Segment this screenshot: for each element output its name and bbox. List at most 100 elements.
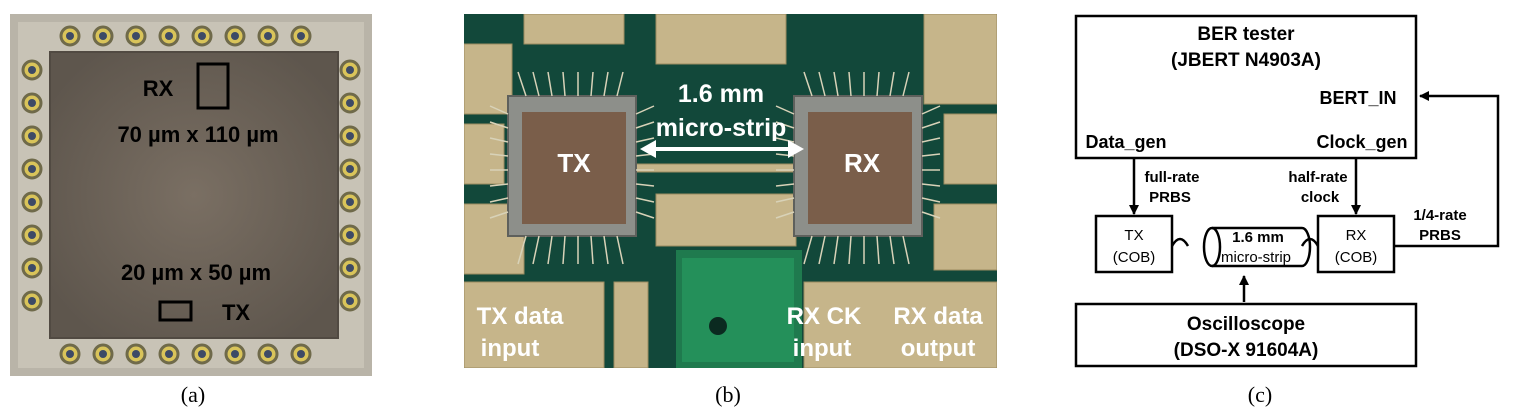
bond-wire (833, 71, 839, 97)
bond-wire (803, 71, 813, 97)
bond-wire (517, 71, 527, 97)
bond-wire (818, 235, 826, 265)
bond-pad-center (28, 198, 36, 206)
bond-pad-center (66, 350, 74, 358)
bond-wire (635, 105, 655, 115)
tx-size-label: 20 µm x 50 µm (121, 260, 271, 285)
bond-wire (616, 71, 624, 97)
oscilloscope-model: (DSO-X 91604A) (1174, 340, 1319, 361)
micro-strip-cylinder (1212, 226, 1302, 268)
bond-wire (921, 183, 941, 187)
tx-data-input-label-2: input (481, 335, 540, 362)
bond-wire (562, 71, 566, 97)
full-rate-label: full-rate (1144, 169, 1199, 186)
half-rate-label-2: clock (1301, 189, 1340, 206)
bond-wire (562, 235, 566, 265)
rx-data-output-label: RX data (893, 303, 983, 330)
bond-pad-center (346, 66, 354, 74)
bond-pad-center (297, 350, 305, 358)
bond-wire (775, 105, 795, 115)
bond-pad-center (99, 32, 107, 40)
bond-wire (921, 197, 941, 203)
bond-pad-center (346, 264, 354, 272)
bond-pad-center (346, 198, 354, 206)
bond-wire (590, 235, 594, 265)
bond-pad-center (66, 32, 74, 40)
ber-tester-model: (JBERT N4903A) (1171, 50, 1321, 71)
test-setup-diagram: BER tester (JBERT N4903A) BERT_IN Data_g… (1074, 14, 1500, 368)
bond-pad-center (28, 297, 36, 305)
bond-wire (833, 235, 839, 265)
bond-wire (848, 71, 852, 97)
bond-wire (775, 211, 795, 219)
tx-cob-label: TX (1124, 227, 1143, 244)
rx-region-marker (196, 62, 230, 110)
bond-wire (902, 235, 910, 265)
rx-data-output-label-2: output (901, 335, 976, 362)
strip-type-label: micro-strip (1221, 249, 1291, 266)
bond-wire (489, 197, 509, 203)
bond-pads (21, 25, 361, 365)
bond-wire (775, 121, 795, 129)
bond-pad-center (198, 32, 206, 40)
rx-label: RX (143, 76, 174, 101)
bond-wire (876, 71, 880, 97)
tx-label: TX (222, 300, 250, 325)
bond-pad-center (99, 350, 107, 358)
quarter-rate-label: 1/4-rate (1413, 207, 1466, 224)
bond-wire (489, 153, 509, 157)
bond-pad-center (165, 350, 173, 358)
bond-wire (603, 71, 609, 97)
tx-region-marker (158, 300, 193, 322)
bond-wire (603, 235, 609, 265)
bond-wire (635, 121, 655, 129)
bond-wire (889, 235, 895, 265)
bond-wires (489, 71, 941, 265)
ber-tester-title: BER tester (1197, 24, 1295, 45)
bond-wire (489, 121, 509, 129)
clock-gen-port: Clock_gen (1316, 132, 1407, 152)
bond-wire (775, 137, 795, 143)
bond-wire (902, 71, 910, 97)
bond-pad-center (264, 350, 272, 358)
full-rate-label-2: PRBS (1149, 189, 1191, 206)
rx-cob-label: RX (1346, 227, 1367, 244)
bond-pad-center (28, 264, 36, 272)
bond-wire (848, 235, 852, 265)
rx-size-label: 70 µm x 110 µm (117, 122, 278, 147)
bond-pad-center (28, 132, 36, 140)
pcb-photo: 1.6 mm micro-strip TX RX TX data input R… (464, 14, 997, 368)
bond-wire (532, 235, 540, 265)
ber-tester-box (1074, 14, 1418, 160)
strip-type-label: micro-strip (656, 114, 787, 142)
caption-a: (a) (180, 382, 206, 407)
bond-wire (775, 183, 795, 187)
bond-pad-center (28, 66, 36, 74)
bond-wire (489, 137, 509, 143)
bond-wire (889, 71, 895, 97)
bond-pad-center (231, 350, 239, 358)
bond-pad-center (346, 231, 354, 239)
caption-b: (b) (715, 382, 741, 407)
die-photo: RX 70 µm x 110 µm 20 µm x 50 µm TX (10, 14, 372, 376)
bond-wire (921, 153, 941, 157)
rx-chip-label: RX (844, 148, 881, 178)
bond-wire (921, 105, 941, 115)
bond-pad-center (297, 32, 305, 40)
bond-pad-center (132, 32, 140, 40)
bond-pad-center (264, 32, 272, 40)
rx-ck-input-label-2: input (793, 335, 852, 362)
strip-length-label: 1.6 mm (678, 80, 764, 108)
tx-chip-label: TX (557, 148, 591, 178)
oscilloscope-title: Oscilloscope (1187, 314, 1305, 335)
bond-wire (876, 235, 880, 265)
bond-wire (921, 137, 941, 143)
data-gen-port: Data_gen (1085, 132, 1166, 152)
bond-pad-center (231, 32, 239, 40)
bond-wire (517, 235, 527, 265)
quarter-rate-label-2: PRBS (1419, 227, 1461, 244)
bond-wire (775, 197, 795, 203)
bond-wire (635, 183, 655, 187)
bond-pad-center (165, 32, 173, 40)
strip-length-label: 1.6 mm (1232, 229, 1284, 246)
